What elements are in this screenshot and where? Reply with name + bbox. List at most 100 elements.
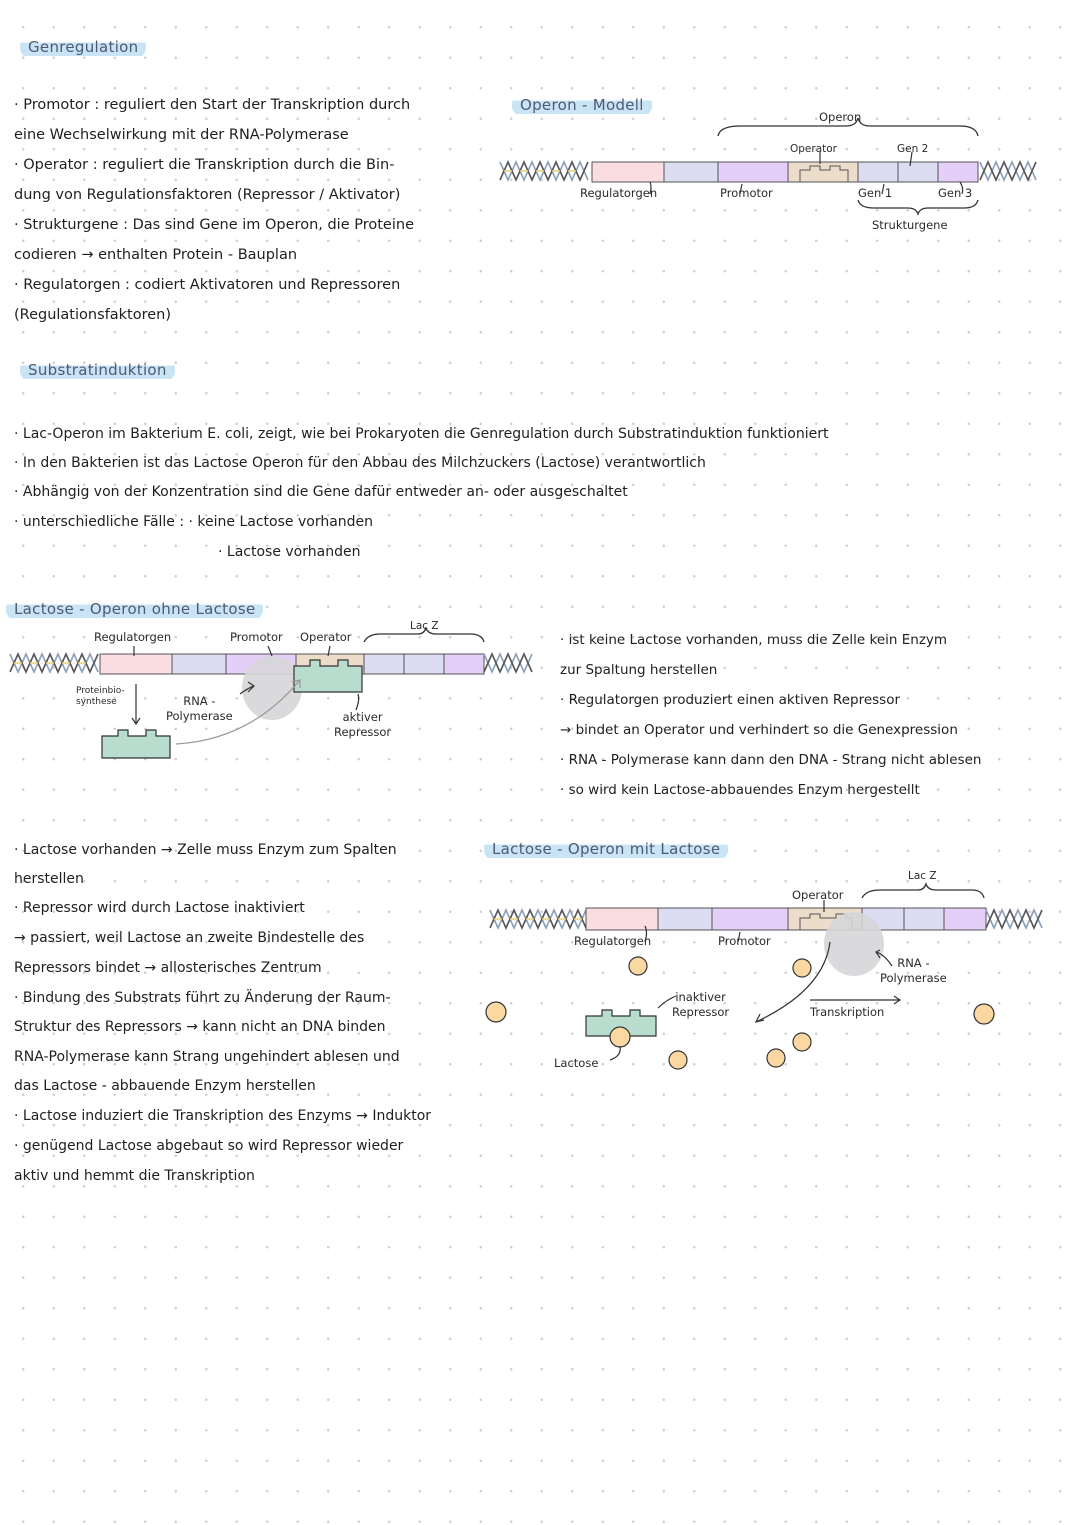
operon-ohne-lactose-diagram (9, 625, 533, 759)
text-line: · ist keine Lactose vorhanden, muss die … (560, 632, 948, 648)
strukturgene-label: Strukturgene (872, 218, 948, 232)
text-line: RNA-Polymerase kann Strang ungehindert a… (14, 1049, 400, 1065)
gen1-label: Gen 1 (858, 186, 893, 200)
regulatorgen-label: Regulatorgen (580, 186, 658, 200)
section-title-operon-modell: Operon - Modell (512, 94, 652, 116)
operator-label: Operator (790, 143, 837, 155)
spacer-box (663, 161, 719, 183)
rna-text: RNA - (897, 956, 930, 970)
section-title-substratinduktion: Substratinduktion (20, 359, 175, 381)
regulatorgen-box (591, 161, 665, 183)
text-line: Struktur des Repressors → kann nicht an … (14, 1019, 386, 1035)
lacz-brace (861, 881, 985, 899)
gen2-label: Gen 2 (897, 143, 929, 155)
text-line: · Regulatorgen produziert einen aktiven … (560, 692, 901, 708)
regulatorgen-label: Regulatorgen (94, 630, 172, 644)
repressor-text: Repressor (672, 1005, 730, 1019)
dna-helix-left (489, 908, 587, 930)
text-line: · Abhängig von der Konzentration sind di… (14, 484, 628, 500)
operon-mit-lactose-diagram (485, 881, 1043, 1070)
operator-notch (799, 165, 849, 182)
lacz-label: Lac Z (908, 870, 937, 882)
text-line: · Operator : reguliert die Transkription… (14, 157, 395, 173)
text-line: → bindet an Operator und verhindert so d… (560, 722, 958, 738)
text-line: · RNA - Polymerase kann dann den DNA - S… (560, 752, 982, 768)
polymerase-text: Polymerase (880, 971, 947, 985)
text-line: zur Spaltung herstellen (560, 662, 718, 678)
section-title-genregulation: Genregulation (20, 36, 147, 58)
promotor-label: Promotor (718, 934, 771, 948)
operator-label: Operator (300, 630, 352, 644)
transkription-label: Transkription (810, 1005, 885, 1019)
gene-boxes (591, 161, 979, 183)
rna-text: RNA - (183, 694, 216, 708)
proteinbio-text: Proteinbio- (76, 686, 125, 696)
inaktiver-text: inaktiver (675, 990, 726, 1004)
synthese-text: synthese (76, 697, 117, 707)
proteinbiosynthese-label: Proteinbio- synthese (76, 686, 125, 708)
repressor-free (101, 729, 171, 759)
rna-polymerase-label: RNA - Polymerase (880, 956, 947, 986)
dna-helix-right (979, 160, 1037, 182)
diagram-arrows (609, 900, 902, 1061)
text-line: · Bindung des Substrats führt zu Änderun… (14, 990, 391, 1006)
promotor-box (717, 161, 789, 183)
aktiver-repressor-label: aktiver Repressor (334, 710, 391, 740)
promotor-label: Promotor (720, 186, 773, 200)
polymerase-text: Polymerase (166, 709, 233, 723)
text-line: (Regulationsfaktoren) (14, 307, 171, 323)
active-repressor-bound (293, 659, 363, 693)
gen1-box (857, 161, 899, 183)
operon-brace (717, 117, 979, 137)
section-title-ohne-lactose: Lactose - Operon ohne Lactose (6, 598, 264, 620)
text-line: · Repressor wird durch Lactose inaktivie… (14, 900, 305, 916)
text-line: herstellen (14, 871, 84, 887)
inaktiver-repressor-label: inaktiver Repressor (672, 990, 729, 1020)
text-line: → passiert, weil Lactose an zweite Binde… (14, 930, 365, 946)
gen3-label: Gen 3 (938, 186, 973, 200)
lactose-molecules (485, 956, 995, 1070)
text-line: · unterschiedliche Fälle : · keine Lacto… (14, 514, 374, 530)
lactose-label: Lactose (554, 1056, 599, 1070)
rna-polymerase-blob (242, 656, 302, 720)
text-line: dung von Regulationsfaktoren (Repressor … (14, 187, 401, 203)
regulatorgen-label: Regulatorgen (574, 934, 652, 948)
operon-model-diagram (499, 117, 1037, 217)
inactive-repressor (585, 1009, 657, 1037)
lactose-bound (609, 1026, 631, 1048)
dna-helix-right (985, 908, 1043, 930)
text-line: · so wird kein Lactose-abbauendes Enzym … (560, 782, 920, 798)
text-line: · Lactose induziert die Transkription de… (14, 1108, 432, 1124)
text-line: eine Wechselwirkung mit der RNA-Polymera… (14, 127, 349, 143)
text-line: · genügend Lactose abgebaut so wird Repr… (14, 1138, 404, 1154)
dna-helix-right (483, 652, 533, 674)
operator-label: Operator (792, 888, 844, 902)
promotor-label: Promotor (230, 630, 283, 644)
text-line: codieren → enthalten Protein - Bauplan (14, 247, 298, 263)
section-title-mit-lactose: Lactose - Operon mit Lactose (484, 838, 729, 860)
rna-polymerase-blob (824, 912, 884, 976)
dna-helix-left (9, 652, 99, 674)
gen2-box (897, 161, 939, 183)
label-arrows (649, 151, 964, 195)
text-line: · Lactose vorhanden → Zelle muss Enzym z… (14, 842, 397, 858)
text-line: · Lactose vorhanden (218, 544, 361, 560)
repressor-text: Repressor (334, 725, 392, 739)
aktiver-text: aktiver (342, 710, 383, 724)
lacz-brace (363, 625, 485, 643)
gen3-box (937, 161, 979, 183)
repressor-binding-arrow (175, 679, 301, 745)
dna-helix-left (499, 160, 589, 182)
text-line: Repressors bindet → allosterisches Zentr… (14, 960, 322, 976)
text-line: · Strukturgene : Das sind Gene im Operon… (14, 217, 414, 233)
strukturgene-brace (857, 199, 979, 217)
rna-polymerase-label: RNA - Polymerase (166, 694, 233, 724)
operon-label: Operon (819, 110, 862, 124)
text-line: aktiv und hemmt die Transkription (14, 1168, 255, 1184)
text-line: · Regulatorgen : codiert Aktivatoren und… (14, 277, 401, 293)
text-line: · In den Bakterien ist das Lactose Opero… (14, 455, 706, 471)
text-line: · Promotor : reguliert den Start der Tra… (14, 97, 411, 113)
text-line: · Lac-Operon im Bakterium E. coli, zeigt… (14, 426, 829, 442)
gene-boxes (585, 907, 987, 931)
lacz-label: Lac Z (410, 620, 439, 632)
